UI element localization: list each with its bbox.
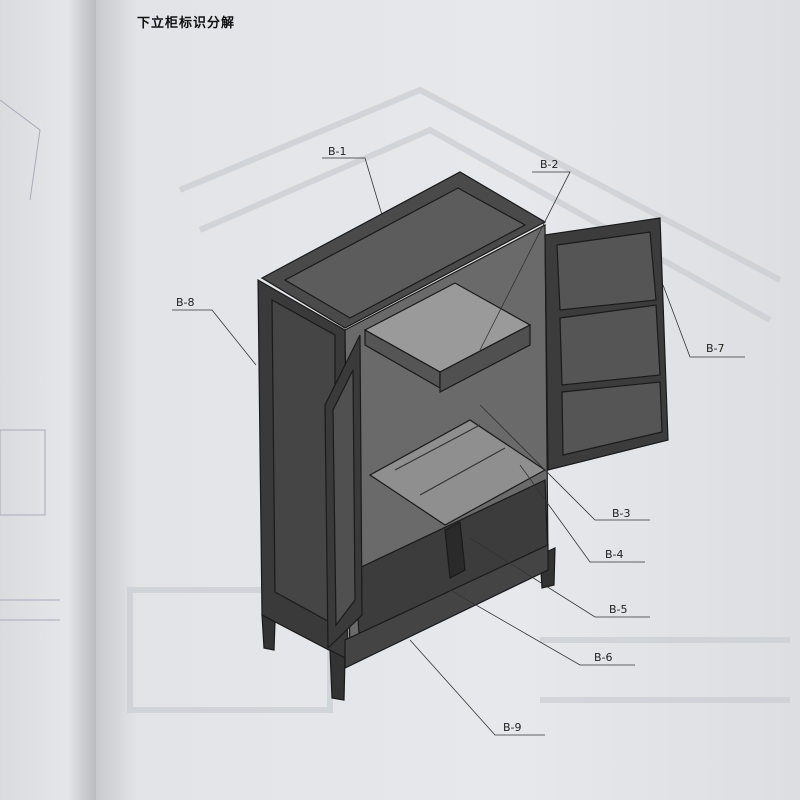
label-b9: B-9 — [503, 721, 522, 734]
label-b2: B-2 — [540, 158, 559, 171]
label-b8: B-8 — [176, 296, 195, 309]
part-labels: B-1 B-2 B-8 B-7 B-3 B-4 B-5 B-6 B-9 — [176, 145, 725, 734]
label-b5: B-5 — [609, 603, 628, 616]
label-b7: B-7 — [706, 342, 725, 355]
left-page-sketch — [0, 99, 60, 621]
apron — [344, 544, 549, 669]
label-b3: B-3 — [612, 507, 631, 520]
page-title: 下立柜标识分解 — [137, 16, 236, 31]
cabinet — [257, 171, 669, 701]
label-b6: B-6 — [594, 651, 613, 664]
label-b1: B-1 — [328, 145, 347, 158]
leader-lines — [172, 157, 745, 736]
label-b4: B-4 — [605, 548, 624, 561]
left-page — [0, 0, 96, 800]
